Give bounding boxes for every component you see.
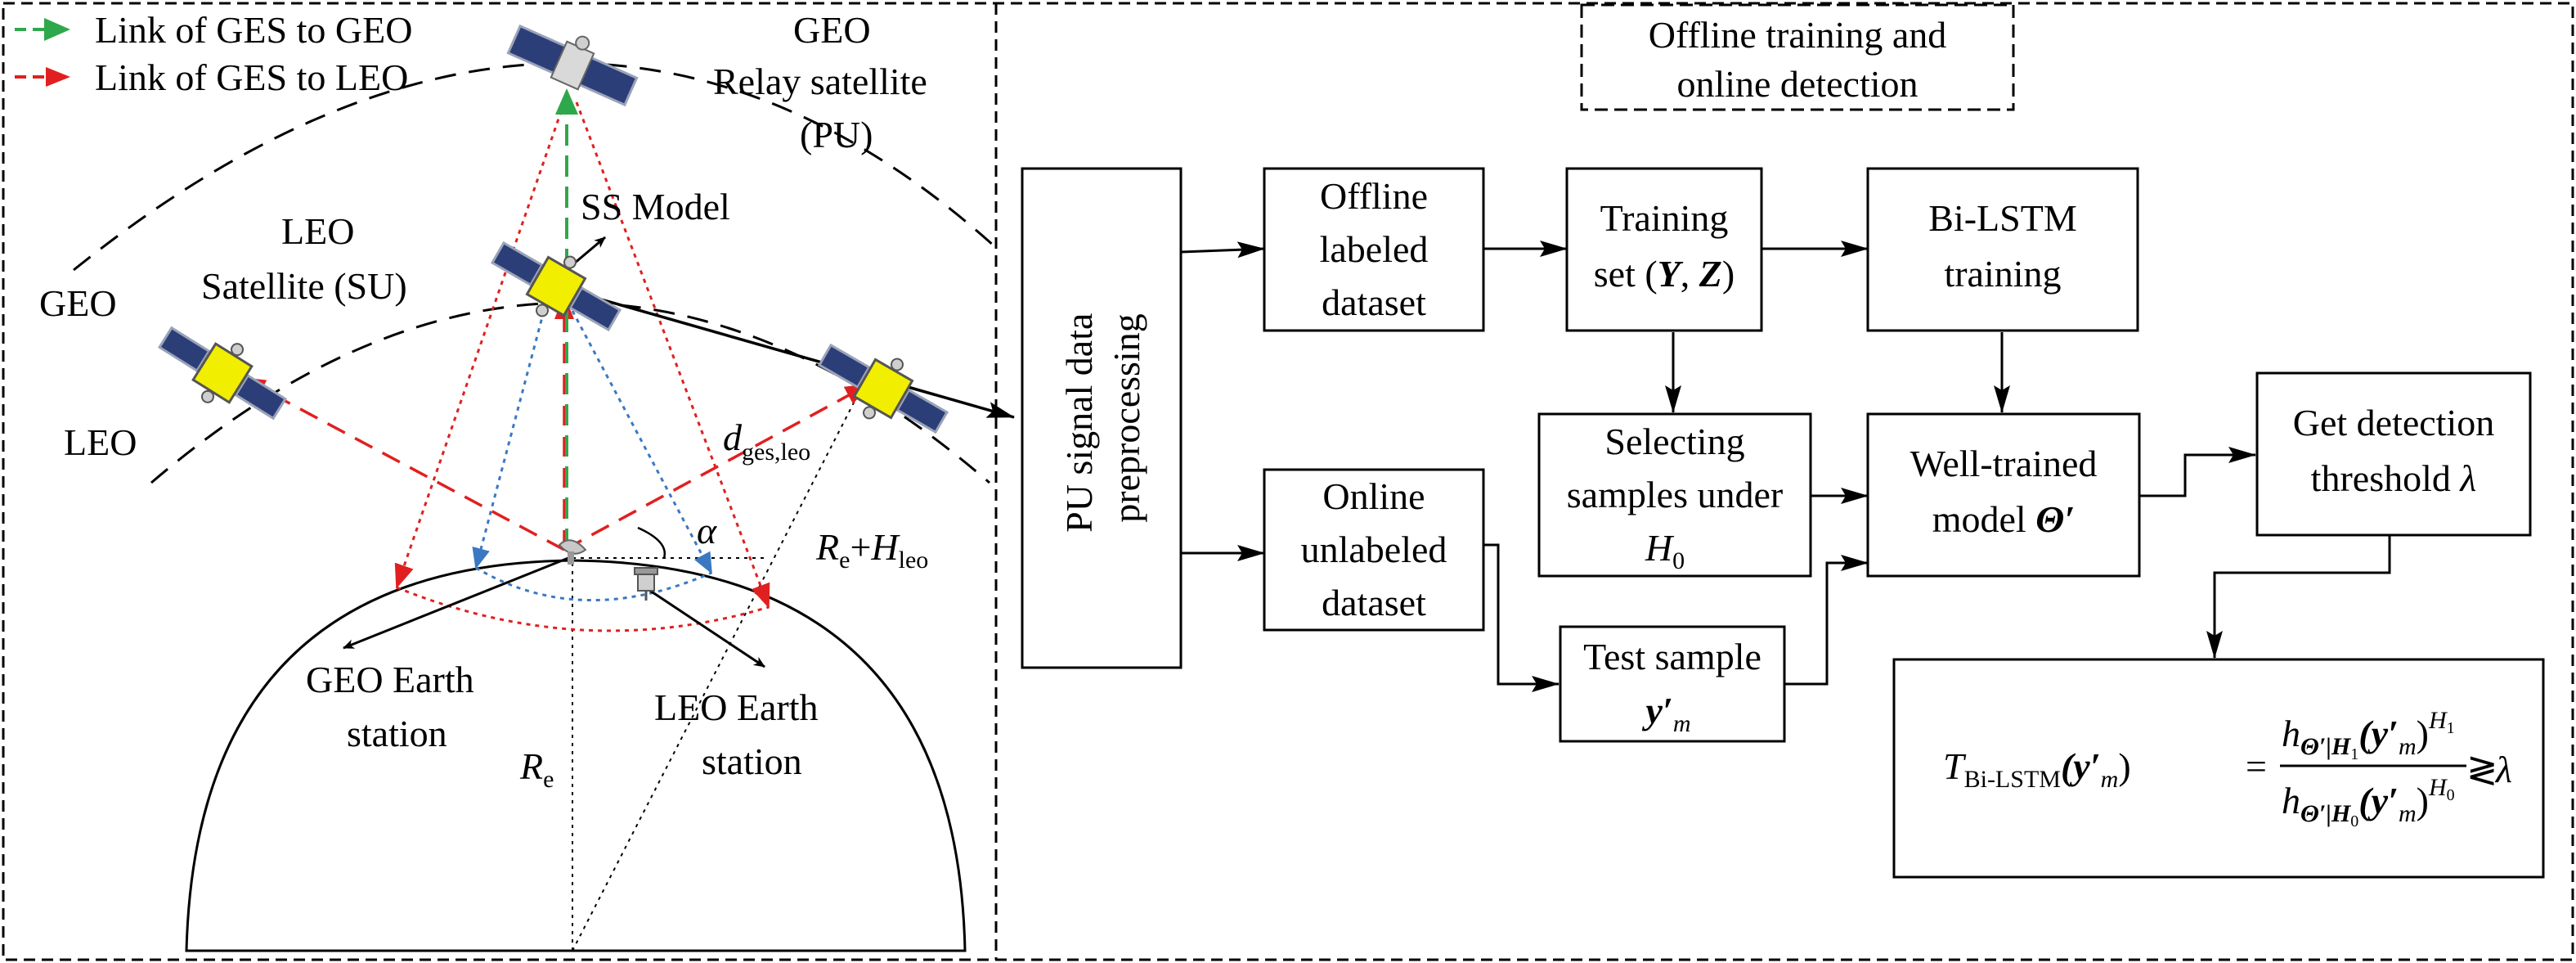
formula-relation: ≷ [2466, 749, 2498, 790]
geo-station-label-line1: GEO Earth [306, 659, 474, 700]
leo-satellite-left-icon [157, 326, 288, 421]
decision-formula: TBi-LSTM(y′m) = hΘ′|H1(y′m)H1 hΘ′|H0(y′m… [1943, 707, 2512, 830]
preprocess-to-offline-arrow [1180, 241, 1265, 259]
test-sample-line2: y′m [1641, 690, 1690, 737]
well-trained-line2: model Θ′ [1932, 498, 2076, 540]
test-sample-line1: Test sample [1583, 636, 1761, 677]
bilstm-training-line1: Bi-LSTM [1928, 197, 2076, 239]
leo-station-pointer [637, 581, 765, 668]
offline-dataset-line1: Offline [1320, 175, 1428, 217]
offline-dataset-line2: labeled [1320, 228, 1429, 270]
legend-geo-label: Link of GES to GEO [95, 9, 412, 51]
training-set-box [1565, 167, 1763, 332]
selecting-samples-box [1537, 412, 1812, 578]
flowchart-title-line2: online detection [1676, 63, 1918, 105]
geo-beam-right [575, 101, 770, 609]
selecting-samples-line3: H0 [1645, 527, 1685, 574]
leo-station-label-line1: LEO Earth [654, 686, 819, 728]
geo-relay-label-line2: Relay satellite [713, 61, 927, 102]
su-to-flowchart-arrow [572, 290, 1015, 419]
geo-relay-satellite-icon [506, 24, 639, 107]
detection-threshold-line1: Get detection [2293, 402, 2495, 443]
su-coverage-arc [475, 566, 712, 601]
online-dataset-line1: Online [1322, 475, 1425, 517]
geo-station-label-line2: station [347, 713, 447, 754]
training-set-line2: set (Y, Z) [1594, 253, 1735, 295]
flowchart-title-line1: Offline training and [1649, 14, 1947, 56]
geo-orbit-label: GEO [39, 282, 117, 324]
re-plus-h-label: Re+Hleo [815, 526, 928, 574]
detection-threshold-line2: threshold λ [2311, 457, 2477, 499]
leo-satellite-right-icon [817, 343, 949, 434]
geo-station-pointer [343, 555, 573, 650]
alpha-label: α [697, 510, 717, 551]
leo-station-label-line2: station [702, 740, 802, 782]
leo-sat-label-line1: LEO [281, 210, 354, 252]
preprocess-box [1021, 167, 1183, 669]
ges-to-leo-left-link [240, 376, 565, 551]
test-to-welltrained-arrow [1784, 555, 1869, 686]
selecting-samples-line1: Selecting [1604, 421, 1744, 462]
distance-label: dges,leo [723, 416, 810, 466]
bilstm-training-line2: training [1944, 253, 2061, 295]
offline-dataset-line3: dataset [1322, 281, 1426, 323]
legend-leo-label: Link of GES to LEO [95, 56, 408, 98]
training-set-line1: Training [1600, 197, 1729, 239]
geo-earth-station-icon [558, 539, 587, 565]
ss-model-pointer [573, 236, 606, 265]
su-beam-right [571, 310, 713, 574]
formula-equals: = [2246, 745, 2267, 787]
threshold-to-formula-arrow [2206, 535, 2391, 659]
bilstm-training-box [1866, 167, 2139, 332]
formula-denominator: hΘ′|H0(y′m)H0 [2282, 774, 2455, 830]
flowchart-title-box [1580, 3, 2015, 111]
online-to-test-arrow [1483, 543, 1560, 692]
flowchart: Offline training and online detection PU… [1021, 3, 2545, 879]
online-dataset-line3: dataset [1322, 582, 1426, 623]
decision-formula-box [1892, 658, 2545, 879]
welltrained-to-threshold-arrow [2139, 447, 2256, 497]
well-trained-line1: Well-trained [1910, 443, 2098, 484]
satellite-scene: Link of GES to GEO Link of GES to LEO GE… [15, 9, 1015, 952]
formula-lhs: TBi-LSTM(y′m) [1943, 745, 2131, 793]
geo-beam-left [394, 101, 566, 589]
su-beam-left [472, 310, 545, 569]
formula-numerator: hΘ′|H1(y′m)H1 [2282, 707, 2455, 763]
offline-dataset-box [1263, 167, 1485, 332]
geo-relay-label-line1: GEO [793, 9, 871, 51]
earth-radius-label: Re [519, 745, 554, 793]
detection-threshold-box [2255, 371, 2532, 537]
leo-orbit-label: LEO [64, 421, 137, 463]
ss-model-label: SS Model [581, 186, 730, 227]
ges-to-leo-right-link [563, 383, 870, 551]
online-dataset-box [1263, 468, 1485, 632]
online-dataset-line2: unlabeled [1301, 529, 1447, 570]
legend: Link of GES to GEO Link of GES to LEO [15, 9, 412, 98]
alpha-angle-arc [637, 526, 666, 559]
re-plus-h-line [572, 380, 866, 952]
selecting-samples-line2: samples under [1567, 474, 1783, 515]
well-trained-model-box [1866, 412, 2141, 578]
preprocess-label: PU signal data preprocessing [1058, 304, 1147, 533]
leo-su-satellite-icon [490, 241, 622, 332]
geo-coverage-arc [396, 586, 770, 632]
formula-lambda: λ [2494, 749, 2512, 790]
leo-earth-station-icon [634, 567, 658, 601]
test-sample-box [1559, 625, 1786, 743]
leo-sat-label-line2: Satellite (SU) [201, 265, 407, 307]
earth-surface [185, 559, 967, 952]
geo-relay-label-line3: (PU) [800, 114, 873, 155]
